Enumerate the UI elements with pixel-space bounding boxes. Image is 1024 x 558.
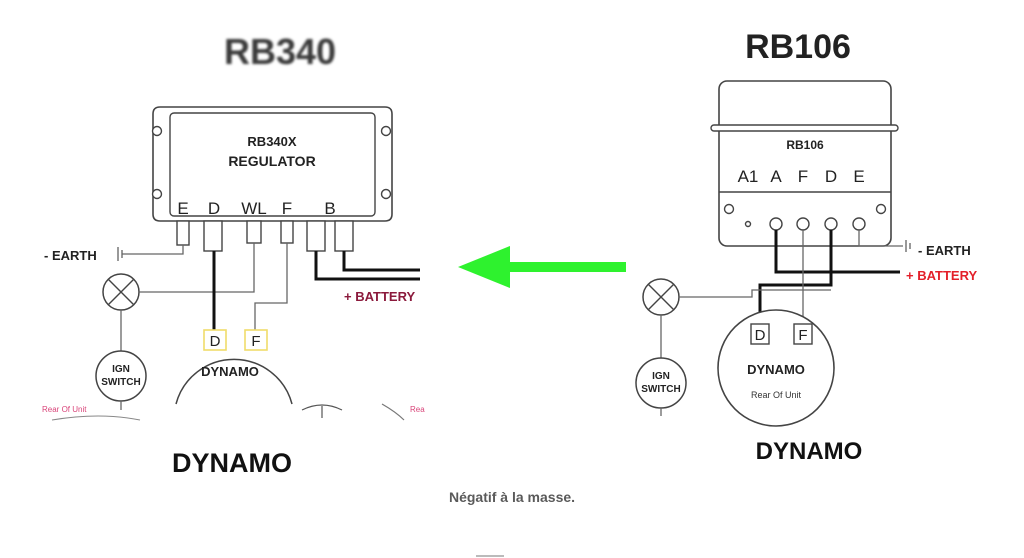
ign-switch-label-line2: SWITCH — [101, 377, 140, 388]
lamp-wire-left — [139, 243, 255, 293]
dynamo-terminal-f-right — [793, 323, 813, 345]
d-wire-right — [758, 230, 833, 324]
mount-hole-icon — [151, 125, 163, 137]
mount-hole-icon — [151, 188, 163, 200]
terminal-label: B — [324, 199, 335, 218]
regulator-label-left: REGULATOR — [228, 153, 315, 169]
regulator-face-left — [169, 112, 376, 217]
ign-switch-icon — [95, 350, 147, 402]
mount-hole-icon — [380, 188, 392, 200]
dynamo-label-right: DYNAMO — [747, 362, 805, 377]
left-arrow-icon — [458, 246, 626, 288]
right-diagram-rb106: RB106 RB106 A1 A F D E - EARTH + BATTERY — [635, 28, 977, 465]
dynamo-terminal-d-left — [203, 329, 227, 351]
caption: Négatif à la masse. — [448, 489, 576, 505]
regulator-housing-right — [718, 80, 892, 247]
regulator-model-left: RB340X — [247, 134, 296, 149]
regulator-model-right: RB106 — [786, 138, 824, 152]
dynamo-terminal-label: D — [210, 333, 221, 350]
right-bottom-label: DYNAMO — [756, 438, 863, 465]
terminal-label: D — [825, 167, 837, 186]
dynamo-body-left — [175, 358, 293, 405]
dynamo-terminal-f-left — [244, 329, 268, 351]
dynamo-terminal-label: D — [755, 327, 766, 344]
earth-wire-right — [858, 230, 903, 247]
terminal-label: E — [177, 199, 188, 218]
mount-hole-icon — [380, 125, 392, 137]
battery-wire-left — [314, 251, 420, 281]
dynamo-terminal-d-right — [750, 323, 770, 345]
left-diagram-rb340: RB340 RB340X REGULATOR E D WL F B - EART… — [42, 31, 425, 478]
lamp-wire-right — [679, 289, 831, 298]
ign-switch-label-line1: IGN — [112, 364, 130, 375]
terminal-posts-left — [176, 220, 354, 252]
rear-fragment-right: Rea — [410, 405, 425, 414]
right-title: RB106 — [745, 28, 851, 66]
ign-switch-label-line1: IGN — [652, 371, 670, 382]
terminal-screws-right — [723, 203, 887, 231]
battery-label-left: + BATTERY — [344, 289, 415, 304]
dynamo-terminal-label: F — [798, 327, 807, 344]
ign-switch-label-line2: SWITCH — [641, 384, 680, 395]
terminal-label: A — [770, 167, 782, 186]
ign-switch-icon — [635, 357, 687, 409]
f-wire-left — [254, 243, 288, 330]
terminal-label: A1 — [738, 167, 759, 186]
cropped-fragment — [301, 404, 343, 411]
battery-label-right: + BATTERY — [906, 268, 977, 283]
terminal-label: WL — [241, 199, 267, 218]
battery-wire-left — [342, 251, 420, 272]
rear-of-unit-label: Rear Of Unit — [751, 390, 802, 400]
earth-label-right: - EARTH — [918, 243, 971, 258]
terminal-label: E — [853, 167, 864, 186]
regulator-band-right — [710, 124, 899, 132]
terminal-label: D — [208, 199, 220, 218]
left-title: RB340 — [224, 31, 336, 72]
dynamo-label-left: DYNAMO — [201, 364, 259, 379]
earth-label-left: - EARTH — [44, 248, 97, 263]
rear-of-unit-fragment: Rear Of Unit — [42, 405, 87, 414]
terminal-label: F — [798, 167, 808, 186]
battery-wire-right — [774, 230, 900, 274]
terminal-label: F — [282, 199, 292, 218]
earth-wire-left — [122, 245, 184, 255]
dynamo-terminal-label: F — [251, 333, 260, 350]
left-bottom-label: DYNAMO — [172, 448, 292, 478]
